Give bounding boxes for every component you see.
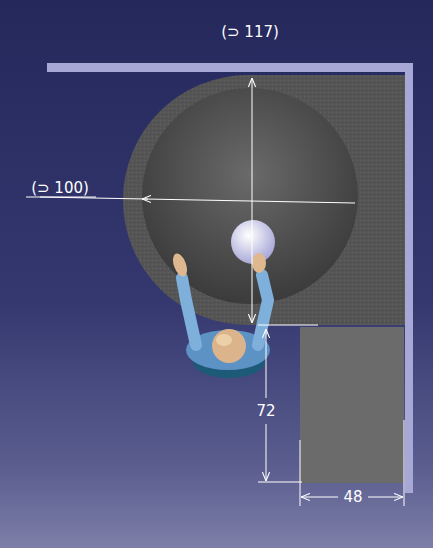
wall <box>47 63 413 72</box>
dimension-label: (⊃ 117) <box>221 24 279 41</box>
wall <box>405 63 413 493</box>
basin <box>142 88 358 304</box>
dimension-label: 72 <box>256 403 275 420</box>
mannequin <box>170 252 270 378</box>
dimension-label: (⊃ 100) <box>31 180 89 197</box>
sphere <box>231 220 275 264</box>
dimension-label: 48 <box>343 489 362 506</box>
cabinet <box>300 327 404 483</box>
